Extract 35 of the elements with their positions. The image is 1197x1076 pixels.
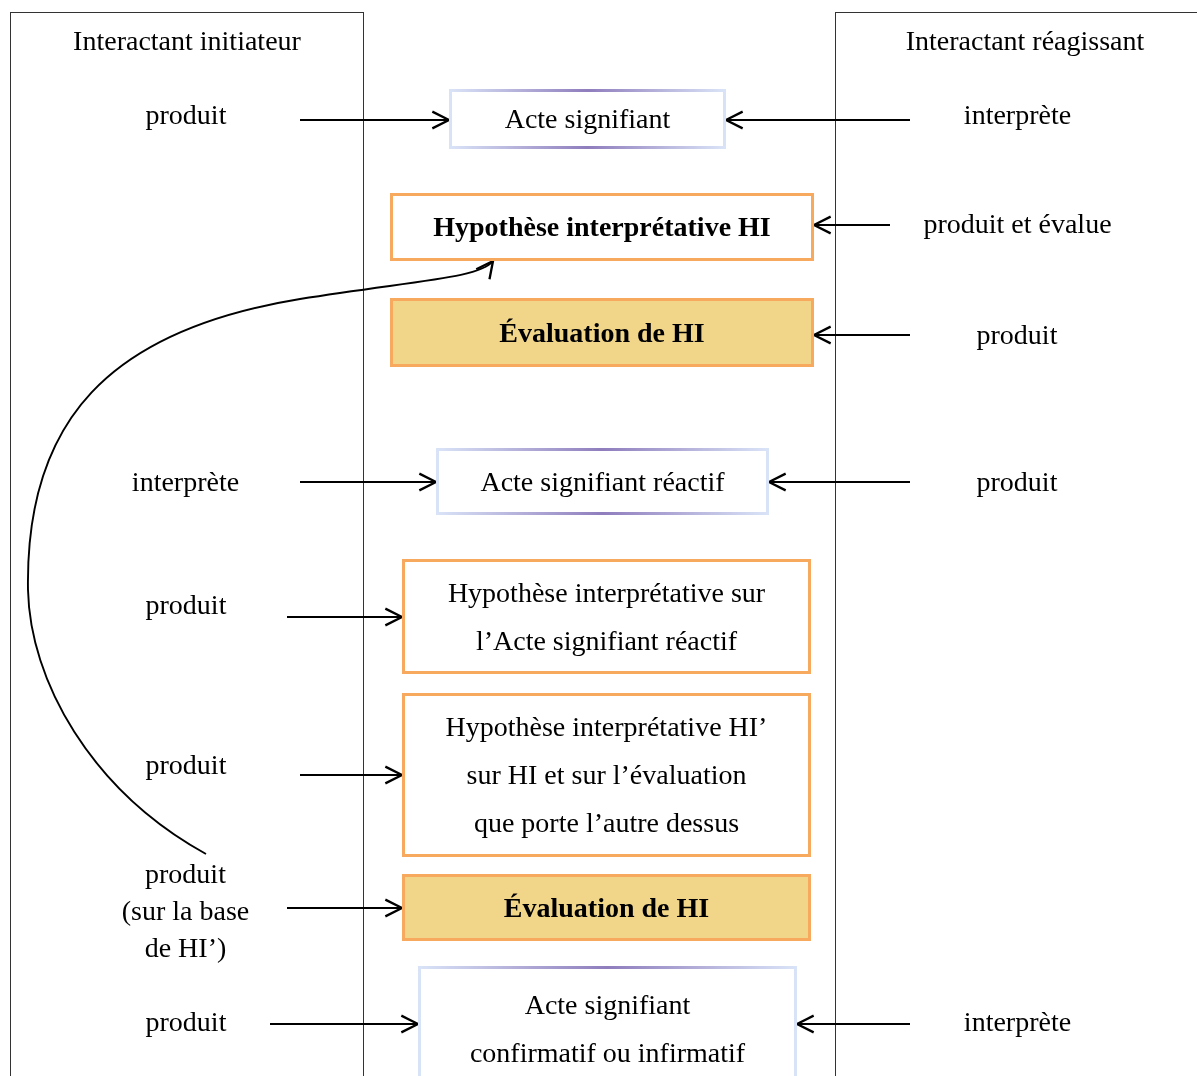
process-box: Hypothèse interprétative sur l’Acte signifiant réactif [402, 559, 811, 674]
process-box: Acte signifiant [449, 89, 726, 149]
process-box: Hypothèse interprétative HI’ sur HI et sur l’évaluation que porte l’autre dessus [402, 693, 811, 857]
arrow [724, 110, 911, 130]
action-label: produit [957, 463, 1077, 500]
column-heading: Interactant réagissant [904, 24, 1146, 58]
arrow [812, 215, 891, 235]
arrow [286, 607, 404, 627]
arrow [299, 110, 451, 130]
arrow [286, 898, 404, 918]
action-label: produit [126, 96, 246, 133]
arrow [269, 1014, 420, 1034]
process-box: Évaluation de HI [402, 874, 811, 941]
action-label: produit [126, 586, 246, 623]
process-box: Évaluation de HI [390, 298, 814, 367]
arrow [795, 1014, 911, 1034]
process-box: Acte signifiant réactif [436, 448, 769, 515]
action-label: produit [126, 746, 246, 783]
action-label: produit et évalue [905, 205, 1130, 242]
action-label: interprète [950, 96, 1085, 133]
curved-arrow [27, 259, 495, 855]
arrow [812, 325, 911, 345]
action-label: produit (sur la base de HI’) [120, 855, 251, 966]
process-box: Acte signifiant confirmatif ou infirmatif [418, 966, 797, 1076]
arrow [299, 472, 438, 492]
column-panel [835, 12, 1197, 1076]
action-label: interprète [118, 463, 253, 500]
action-label: interprète [950, 1003, 1085, 1040]
column-panel [10, 12, 364, 1076]
arrow [299, 765, 404, 785]
action-label: produit [957, 316, 1077, 353]
column-heading: Interactant initiateur [72, 24, 302, 58]
process-box: Hypothèse interprétative HI [390, 193, 814, 261]
action-label: produit [126, 1003, 246, 1040]
arrow [767, 472, 911, 492]
